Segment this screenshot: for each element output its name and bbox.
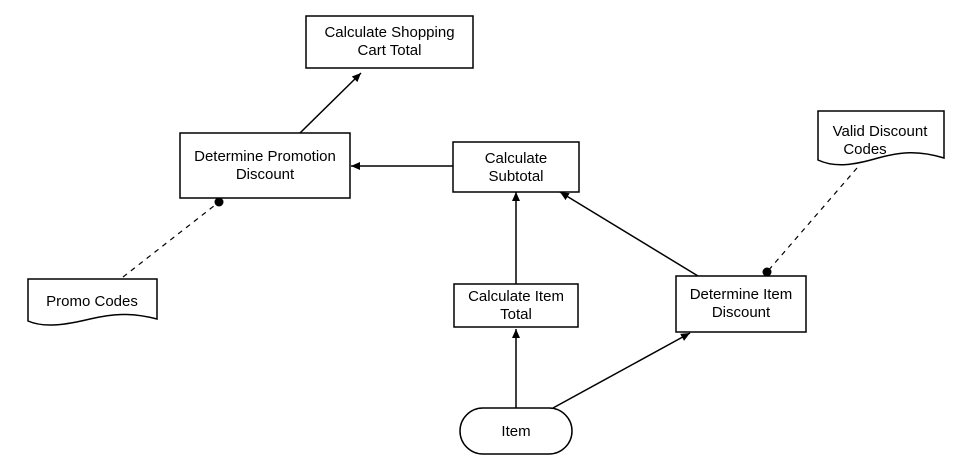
node-calculate-item-total[interactable]: Calculate Item Total — [453, 283, 579, 328]
node-calculate-subtotal[interactable]: Calculate Subtotal — [452, 141, 580, 193]
edge-valid-codes-dot — [762, 267, 772, 277]
edge-promo-codes-to-promo-discount — [122, 201, 220, 278]
node-label-line: Calculate Item — [468, 288, 564, 305]
node-valid-discount-codes-document[interactable]: Valid Discount Codes — [817, 110, 945, 166]
node-label-line: Determine Promotion — [194, 148, 336, 165]
node-label-line: Calculate Shopping — [324, 24, 454, 41]
edges-layer — [122, 72, 858, 409]
node-label-line: Determine Item — [690, 286, 793, 303]
node-label-line: Promo Codes — [46, 293, 138, 310]
node-label-line: Calculate — [485, 150, 548, 167]
node-label-line: Discount — [712, 304, 771, 321]
node-label-line: Total — [500, 306, 532, 323]
node-promo-codes-document[interactable]: Promo Codes — [27, 278, 158, 326]
node-label-line: Subtotal — [488, 168, 543, 185]
edge-promo-codes-dot — [214, 197, 224, 207]
edge-item-discount-to-subtotal — [559, 191, 699, 277]
node-item-terminator[interactable]: Item — [459, 407, 573, 455]
edge-valid-codes-to-item-discount — [766, 167, 858, 273]
node-determine-promotion-discount[interactable]: Determine Promotion Discount — [179, 132, 351, 199]
node-label-line: Discount — [236, 166, 295, 183]
node-label-line: Item — [501, 423, 530, 440]
node-determine-item-discount[interactable]: Determine Item Discount — [675, 275, 807, 333]
node-label-line: Cart Total — [358, 42, 422, 59]
edge-item-to-item-discount — [552, 332, 691, 409]
node-label-line: Valid Discount — [833, 123, 929, 140]
node-calculate-shopping-cart-total[interactable]: Calculate Shopping Cart Total — [305, 15, 474, 69]
node-label-line: Codes — [843, 141, 886, 158]
edge-promo-discount-to-cart-total — [299, 72, 362, 134]
